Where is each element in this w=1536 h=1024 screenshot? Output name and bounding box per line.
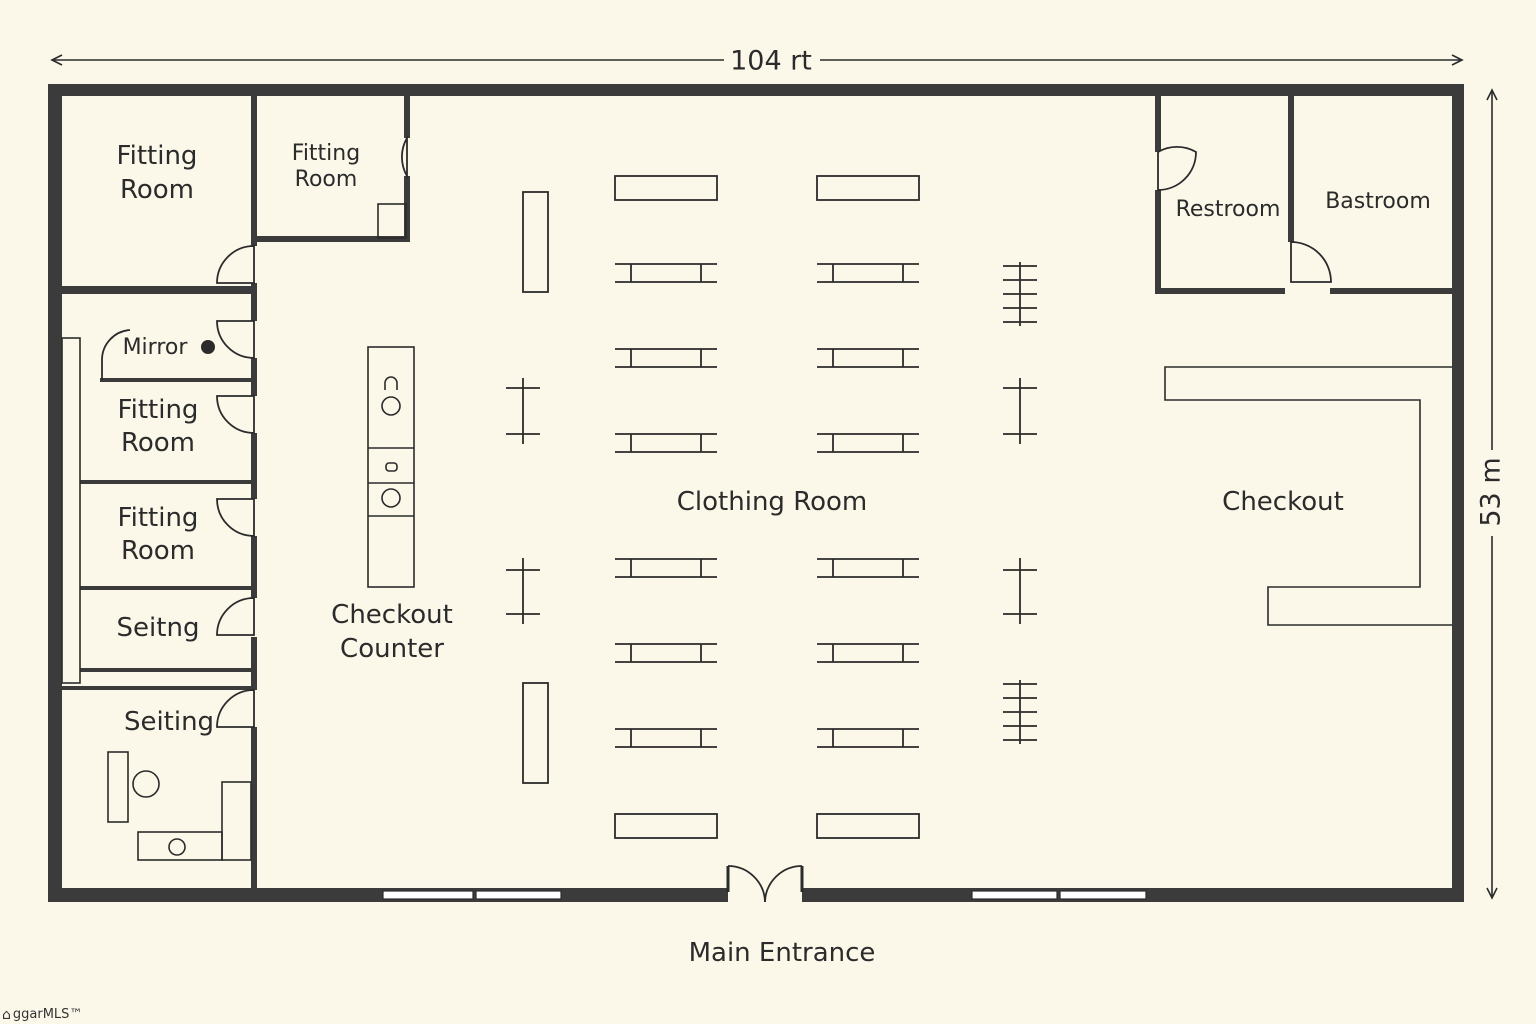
clothing-rack xyxy=(817,433,919,453)
cross-stand xyxy=(1003,558,1037,624)
fitting-room-2-label-line1: Fitting xyxy=(292,141,360,166)
fitting-room-1-label-line1: Fitting xyxy=(117,141,198,171)
clothing-room-label: Clothing Room xyxy=(677,487,867,517)
width-dimension: 104 rt xyxy=(50,46,1464,77)
clothing-rack xyxy=(615,263,717,283)
clothing-rack xyxy=(615,558,717,578)
clothing-rack xyxy=(615,433,717,453)
fitting-room-2-label-line2: Room xyxy=(295,167,358,192)
checkout-label: Checkout xyxy=(1222,487,1344,517)
cross-stand xyxy=(1003,262,1037,326)
right-zone-walls xyxy=(1155,96,1452,294)
fitting-room-4-label-line1: Fitting xyxy=(118,503,199,533)
restroom-label: Restroom xyxy=(1176,197,1281,222)
seating-1-label: Seitng xyxy=(117,613,200,643)
clothing-rack xyxy=(817,558,919,578)
main-entrance-door[interactable] xyxy=(726,865,804,903)
mirror-dot-icon xyxy=(201,340,215,354)
clothing-rack xyxy=(615,348,717,368)
clothing-racks xyxy=(615,263,919,748)
mirror-area xyxy=(61,329,215,684)
cross-stand xyxy=(1003,680,1037,744)
clothing-rack xyxy=(817,643,919,663)
main-entrance-label: Main Entrance xyxy=(689,938,876,968)
fitting-room-1-label-line2: Room xyxy=(120,175,194,205)
clothing-rack xyxy=(615,728,717,748)
height-dimension: 53 m xyxy=(1476,88,1507,900)
fitting-room-3-label-line2: Room xyxy=(121,428,195,458)
cross-stand xyxy=(506,378,540,444)
fitting-room-3-label-line1: Fitting xyxy=(118,395,199,425)
clothing-rack xyxy=(615,643,717,663)
fitting-room-2-walls xyxy=(257,96,410,242)
mirror-label: Mirror xyxy=(123,335,189,360)
clothing-rack xyxy=(817,348,919,368)
room-labels: Fitting Room Fitting Room Mirror Fitting… xyxy=(117,141,1431,968)
width-label: 104 rt xyxy=(730,46,812,77)
left-zone-walls xyxy=(62,96,257,892)
checkout-desk xyxy=(1164,366,1452,626)
cross-stands xyxy=(506,262,1037,744)
house-icon: ⌂ xyxy=(2,1006,11,1023)
display-tables xyxy=(522,175,920,839)
height-label: 53 m xyxy=(1476,457,1507,526)
clothing-rack xyxy=(817,263,919,283)
checkout-counter-fixture xyxy=(367,346,415,588)
seating-furniture xyxy=(107,751,252,861)
seating-2-label: Seiting xyxy=(124,707,214,737)
checkout-counter-label-line1: Checkout xyxy=(331,600,453,630)
left-doors[interactable] xyxy=(216,245,255,728)
checkout-counter-label-line2: Counter xyxy=(340,634,444,664)
watermark-text: ggarMLS™ xyxy=(12,1007,83,1022)
cross-stand xyxy=(1003,378,1037,444)
cross-stand xyxy=(506,558,540,624)
front-windows xyxy=(382,890,1147,900)
bathroom-label: Bastroom xyxy=(1325,189,1431,214)
clothing-rack xyxy=(817,728,919,748)
watermark: ⌂ ggarMLS™ xyxy=(2,1007,82,1022)
fitting-room-4-label-line2: Room xyxy=(121,536,195,566)
